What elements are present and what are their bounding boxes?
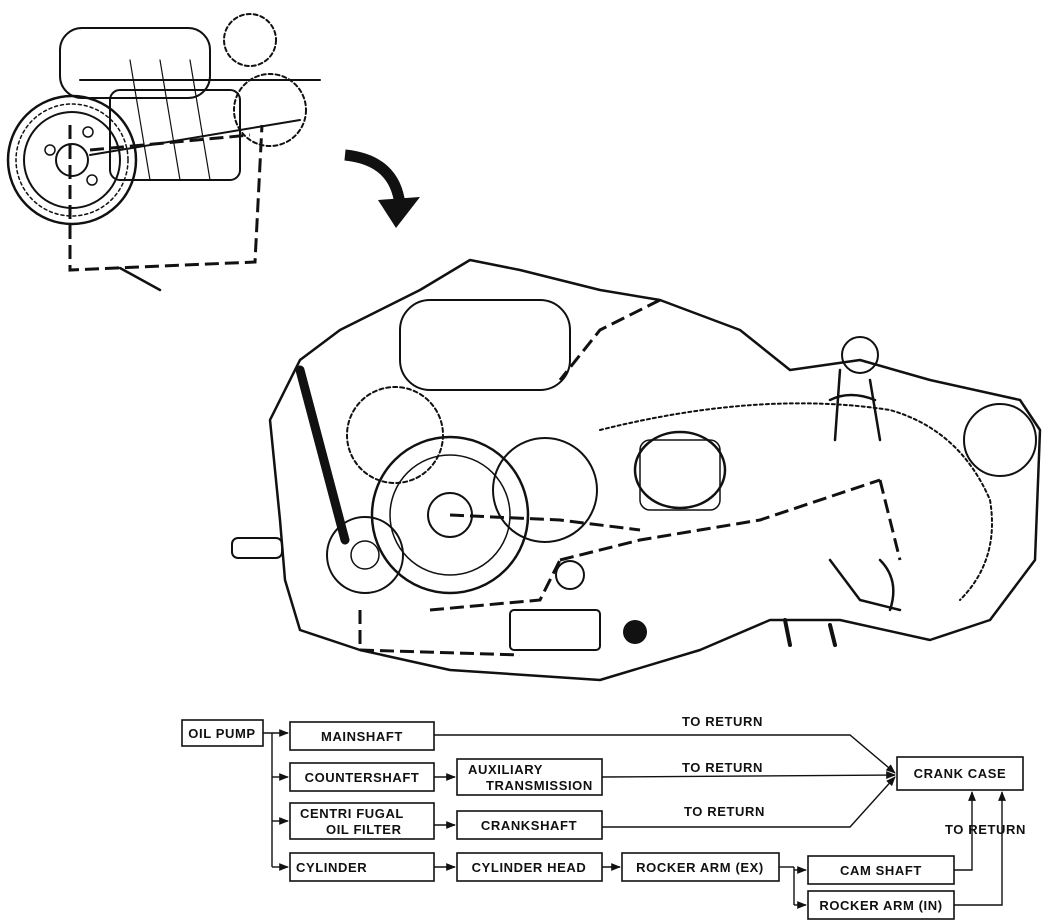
label-centrifugal-line2: OIL FILTER [326, 822, 402, 837]
label-crank-case: CRANK CASE [914, 766, 1007, 781]
label-rocker-arm-ex: ROCKER ARM (EX) [636, 860, 764, 875]
box-centrifugal-oil-filter [289, 802, 435, 840]
box-cylinder [289, 852, 435, 882]
box-cylinder-head [456, 852, 603, 882]
label-to-return-4: TO RETURN [945, 822, 1026, 837]
label-to-return-1: TO RETURN [682, 714, 763, 729]
label-countershaft: COUNTERSHAFT [305, 770, 420, 785]
label-to-return-3: TO RETURN [684, 804, 765, 819]
label-cam-shaft: CAM SHAFT [840, 863, 922, 878]
box-rocker-arm-ex [621, 852, 780, 882]
oil-flow-chart: OIL PUMP MAINSHAFT COUNTERSHAFT AUXILIAR… [181, 714, 1026, 920]
label-rocker-arm-in: ROCKER ARM (IN) [819, 898, 942, 913]
transmission-gear-illustration [6, 13, 321, 292]
box-countershaft [289, 762, 435, 792]
label-to-return-2: TO RETURN [682, 760, 763, 775]
box-crankshaft [456, 810, 603, 840]
box-crank-case [896, 756, 1024, 791]
label-auxiliary-line1: AUXILIARY [468, 762, 543, 777]
label-mainshaft: MAINSHAFT [321, 729, 403, 744]
label-centrifugal-line1: CENTRI FUGAL [300, 806, 404, 821]
curved-arrow-icon [344, 149, 420, 228]
engine-cutaway-illustration [231, 258, 1042, 682]
box-auxiliary-transmission [456, 758, 603, 796]
box-mainshaft [289, 721, 435, 751]
box-cam-shaft [807, 855, 955, 885]
label-crankshaft: CRANKSHAFT [481, 818, 577, 833]
label-auxiliary-line2: TRANSMISSION [486, 778, 593, 793]
label-cylinder-head: CYLINDER HEAD [472, 860, 587, 875]
label-oil-pump: OIL PUMP [188, 726, 255, 741]
label-cylinder: CYLINDER [296, 860, 367, 875]
box-rocker-arm-in [807, 890, 955, 920]
flow-connectors [263, 729, 1006, 909]
